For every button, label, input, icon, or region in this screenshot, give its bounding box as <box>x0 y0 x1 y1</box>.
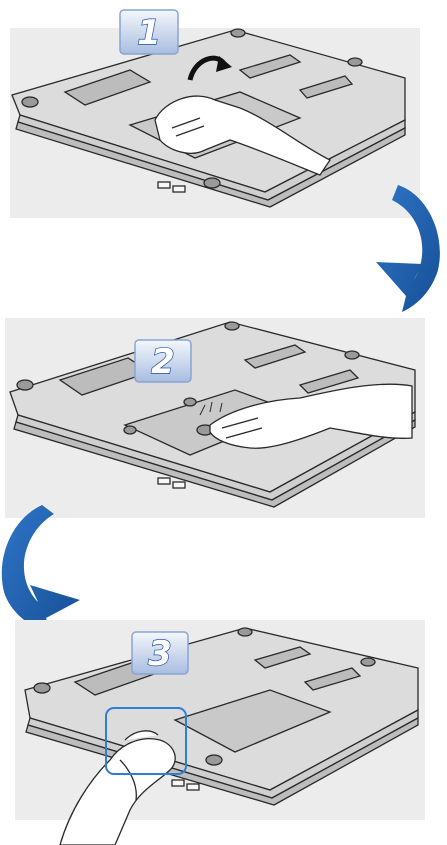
curved-arrow-icon <box>376 185 440 312</box>
step-3-number: 3 <box>148 634 172 674</box>
hand-icon <box>154 95 331 176</box>
hand-icon <box>209 383 413 449</box>
press-marks-icon <box>199 401 223 416</box>
hand-icon <box>59 730 176 845</box>
step-3-badge: 3 <box>131 631 189 675</box>
step-1-number: 1 <box>137 13 161 53</box>
lift-arrowhead-icon <box>216 56 232 72</box>
laptop-bottom-icon <box>24 627 419 806</box>
curved-arrow-icon <box>1 505 81 634</box>
step-2-badge: 2 <box>134 339 192 383</box>
step-1-panel: 1 <box>10 9 420 218</box>
highlight-box <box>105 707 187 775</box>
step-2-panel: 2 <box>5 318 425 518</box>
step-1-badge: 1 <box>119 9 179 55</box>
step-2-number: 2 <box>151 342 175 382</box>
step-3-panel: 3 <box>15 620 425 845</box>
